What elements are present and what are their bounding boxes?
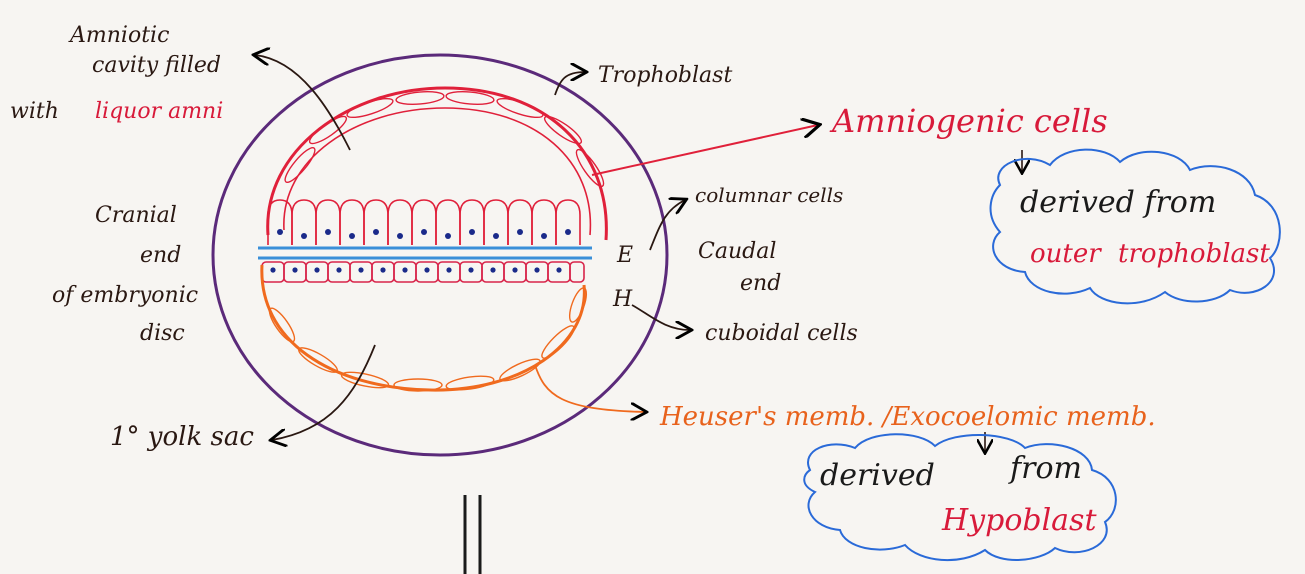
label-hypoblast: Hypoblast bbox=[941, 503, 1097, 538]
amnion-cells bbox=[281, 90, 607, 190]
label-trophoblast: Trophoblast bbox=[598, 63, 732, 88]
label-outer: outer bbox=[1030, 239, 1102, 269]
leader-cuboidal bbox=[632, 305, 690, 330]
label-derived-from-1: derived from bbox=[1020, 185, 1216, 220]
epiblast-nuclei bbox=[277, 229, 571, 239]
epiblast-columnar-cells bbox=[268, 200, 580, 245]
label-cranial-2: end bbox=[140, 243, 181, 268]
label-derived-2a: derived bbox=[820, 458, 935, 493]
label-amniotic-3a: with bbox=[10, 99, 59, 124]
label-amniotic-2: cavity filled bbox=[92, 53, 221, 78]
trophoblast-outline bbox=[213, 55, 667, 455]
label-derived-2b: from bbox=[1008, 451, 1082, 486]
label-amniotic-3b: liquor amni bbox=[95, 99, 223, 124]
label-cuboidal: cuboidal cells bbox=[705, 321, 858, 346]
label-amniotic-1: Amniotic bbox=[68, 23, 169, 48]
label-cranial-4: disc bbox=[140, 321, 185, 346]
label-caudal-1: Caudal bbox=[698, 239, 776, 264]
label-e: E bbox=[616, 243, 633, 268]
label-trophoblast-2: trophoblast bbox=[1118, 239, 1270, 269]
label-caudal-2: end bbox=[740, 271, 781, 296]
leader-amniotic bbox=[255, 55, 350, 150]
cloud-outer-trophoblast bbox=[991, 150, 1280, 304]
label-h: H bbox=[612, 287, 633, 312]
heuser-membrane-cells bbox=[266, 286, 590, 392]
label-cranial-3: of embryonic bbox=[52, 283, 198, 308]
label-columnar: columnar cells bbox=[695, 183, 843, 207]
amnion-inner-line bbox=[284, 108, 591, 235]
label-amniogenic: Amniogenic cells bbox=[829, 102, 1108, 140]
label-cranial-1: Cranial bbox=[95, 203, 177, 228]
label-heuser: Heuser's memb. /Exocoelomic memb. bbox=[659, 402, 1156, 432]
leader-amniogenic bbox=[592, 125, 818, 175]
yolk-sac-outline bbox=[262, 265, 585, 390]
label-yolk-sac: 1° yolk sac bbox=[110, 422, 254, 452]
